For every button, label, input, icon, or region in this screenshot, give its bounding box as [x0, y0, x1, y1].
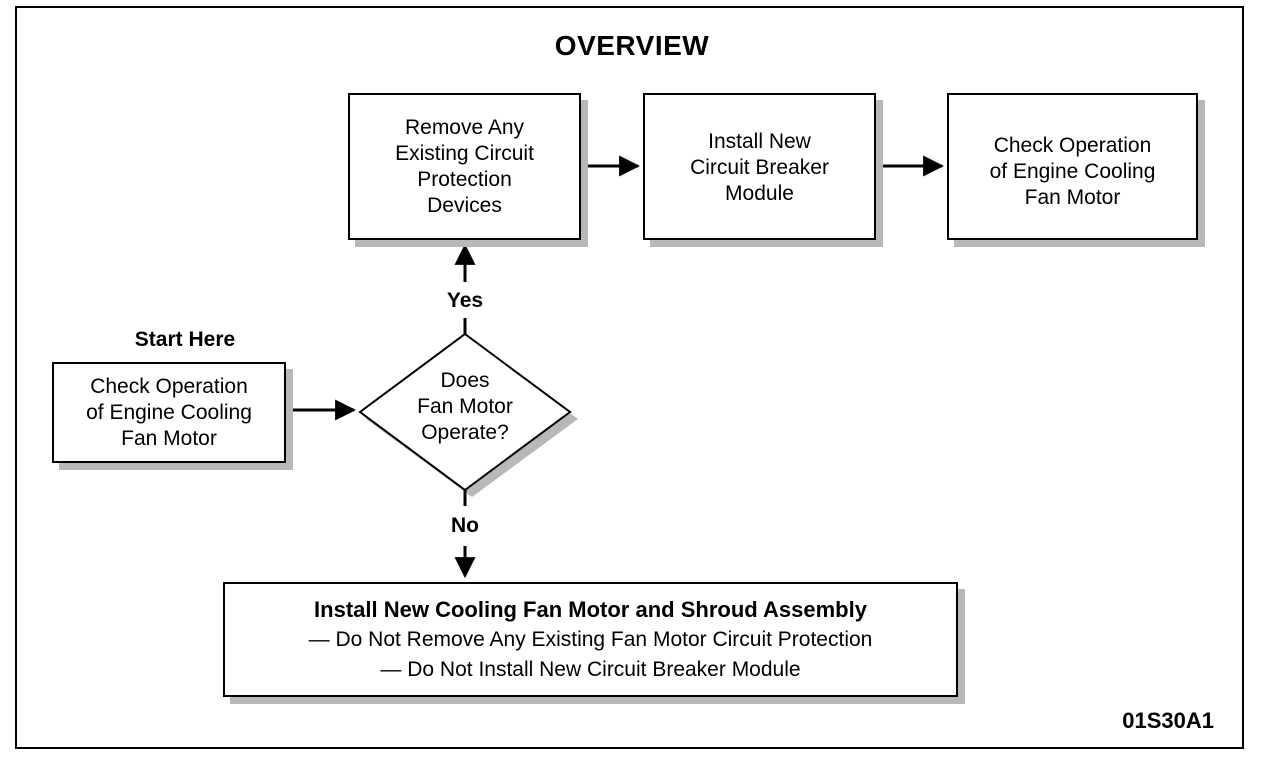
note-do-not-install-module: — Do Not Install New Circuit Breaker Mod… [380, 657, 801, 681]
diagram-title: OVERVIEW [554, 30, 710, 61]
decision-text: Does Fan Motor Operate? [417, 369, 513, 444]
note-do-not-remove: — Do Not Remove Any Existing Fan Motor C… [308, 627, 873, 651]
no-label: No [451, 514, 479, 537]
install-module-text: Install New Circuit Breaker Module [690, 130, 829, 205]
start-here-label: Start Here [134, 328, 236, 351]
install-fan-assembly-box: Install New Cooling Fan Motor and Shroud… [223, 582, 958, 697]
install-module-box: Install New Circuit Breaker Module [643, 93, 876, 240]
check-final-text: Check Operation of Engine Cooling Fan Mo… [989, 134, 1156, 209]
diagram-frame [15, 6, 1244, 749]
start-check-text: Check Operation of Engine Cooling Fan Mo… [86, 374, 252, 450]
remove-protection-box: Remove Any Existing Circuit Protection D… [348, 93, 581, 240]
start-check-box: Check Operation of Engine Cooling Fan Mo… [52, 362, 286, 463]
remove-protection-text: Remove Any Existing Circuit Protection D… [395, 115, 534, 217]
check-final-box: Check Operation of Engine Cooling Fan Mo… [947, 93, 1198, 240]
install-fan-assembly-title: Install New Cooling Fan Motor and Shroud… [314, 596, 867, 622]
figure-id: 01S30A1 [1122, 708, 1214, 733]
yes-label: Yes [446, 289, 484, 312]
